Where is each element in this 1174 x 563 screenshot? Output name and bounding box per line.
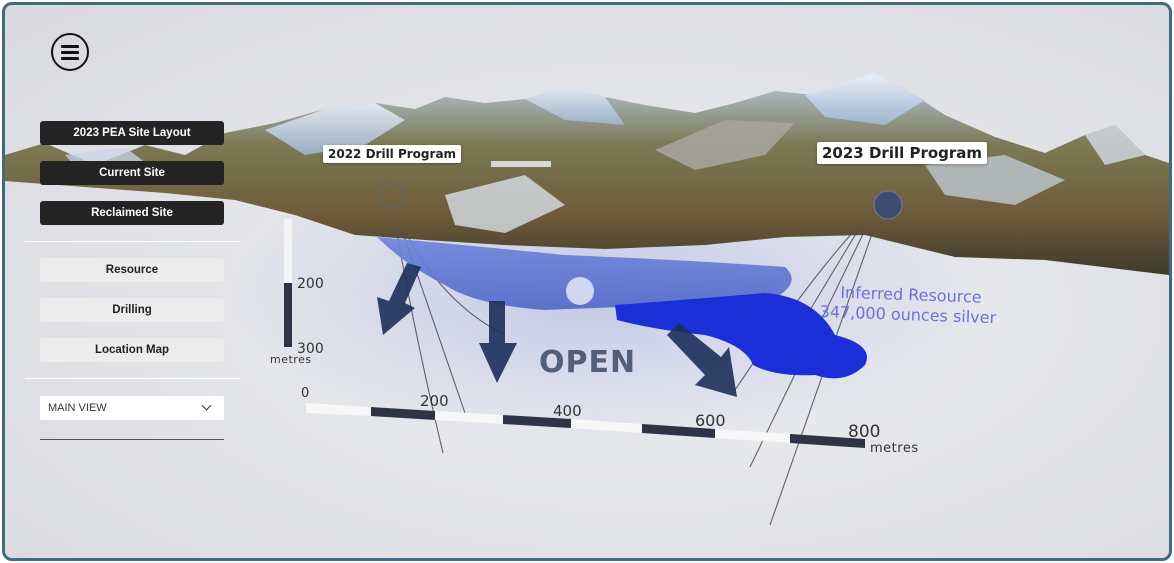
drill-program-2022-label: 2022 Drill Program — [323, 145, 462, 163]
menu-bar-icon — [61, 57, 79, 60]
menu-bar-icon — [61, 45, 79, 48]
select-underline — [40, 439, 224, 440]
reclaimed-site-button[interactable]: Reclaimed Site — [40, 201, 224, 225]
inferred-resource-label: Inferred Resource 347,000 ounces silver — [819, 283, 996, 327]
open-label: OPEN — [539, 345, 636, 380]
hscale-unit: metres — [870, 441, 919, 456]
hscale-tick-600: 600 — [695, 411, 726, 430]
hamburger-menu-icon[interactable] — [51, 33, 89, 71]
pea-site-layout-button[interactable]: 2023 PEA Site Layout — [40, 121, 224, 145]
location-map-button[interactable]: Location Map — [40, 338, 224, 362]
sidebar-divider — [25, 378, 241, 379]
menu-bar-icon — [61, 51, 79, 54]
drilling-button[interactable]: Drilling — [40, 298, 224, 322]
sidebar-divider — [25, 241, 241, 242]
drill-program-2023-label: 2023 Drill Program — [817, 142, 988, 164]
drill-collar-2023 — [873, 190, 903, 220]
hscale-tick-200: 200 — [420, 392, 449, 410]
resource-body-upper — [377, 237, 792, 310]
hscale-tick-800: 800 — [848, 422, 880, 442]
hscale-tick-400: 400 — [553, 402, 582, 420]
resource-label-line1: Inferred Resource — [840, 283, 982, 307]
sidebar: 2023 PEA Site Layout Current Site Reclai… — [25, 5, 241, 558]
hscale-tick-0: 0 — [301, 386, 309, 401]
resource-highlight — [566, 277, 594, 305]
vscale-tick-300: 300 — [297, 341, 324, 357]
resource-button[interactable]: Resource — [40, 258, 224, 282]
resource-body-blue — [615, 293, 867, 379]
vertical-scale-bar: 200 300 metres — [270, 219, 324, 366]
drill-collar-2022 — [377, 181, 405, 209]
vscale-tick-200: 200 — [297, 276, 324, 292]
open-arrows — [377, 263, 737, 397]
chevron-down-icon — [201, 400, 212, 411]
vscale-unit: metres — [270, 353, 312, 366]
horizontal-scale-bar: 0 200 400 600 800 metres — [301, 386, 919, 456]
view-select-value: MAIN VIEW — [48, 402, 107, 414]
current-site-button[interactable]: Current Site — [40, 161, 224, 185]
view-select[interactable]: MAIN VIEW — [40, 396, 224, 420]
